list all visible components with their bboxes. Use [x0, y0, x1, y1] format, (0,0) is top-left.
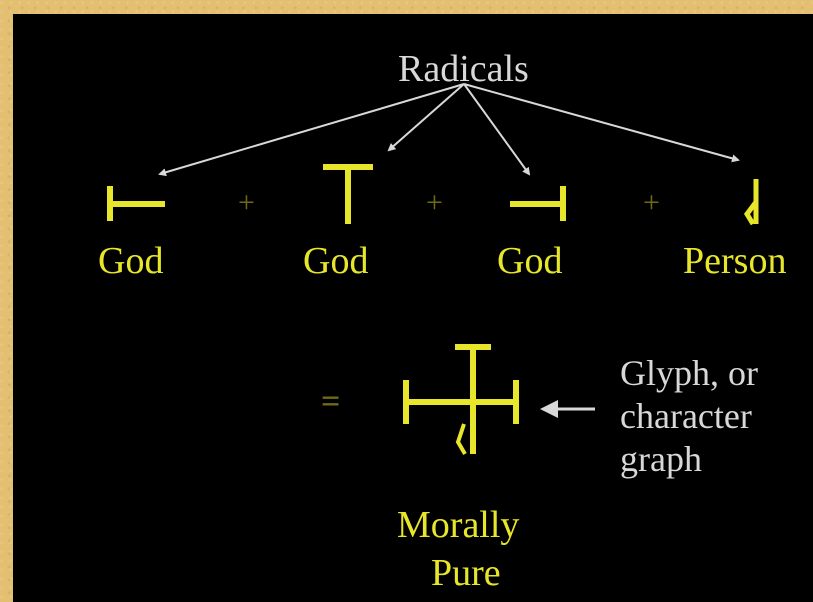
arrow-to-radical-2: [387, 83, 465, 152]
radical-label-4: Person: [683, 240, 787, 282]
radical-arrows: [158, 83, 740, 177]
diagram-panel: Radicals God God God Person + + + = Mora…: [13, 14, 813, 602]
radical-label-3: God: [497, 240, 563, 282]
glyph-note-line1: Glyph, or: [620, 353, 758, 393]
equals-operator: =: [321, 383, 341, 420]
plus-operator-1: +: [238, 186, 255, 219]
glyph-note-line2: character: [620, 396, 752, 436]
result-label-line1: Morally: [397, 504, 520, 546]
radical-label-2: God: [303, 240, 369, 282]
arrow-to-radical-4: [463, 83, 740, 163]
radicals-title: Radicals: [398, 48, 529, 90]
plus-operator-3: +: [643, 186, 660, 219]
result-label-line2: Pure: [431, 552, 501, 594]
radical-glyph-3: [510, 186, 566, 221]
radical-glyph-1: [107, 186, 165, 221]
combined-glyph: [403, 344, 519, 456]
radical-glyph-2: [323, 164, 373, 224]
radical-glyph-4: [743, 179, 759, 226]
radical-label-1: God: [98, 240, 164, 282]
diagram-graphics: [107, 83, 759, 456]
arrow-to-radical-3: [463, 83, 531, 176]
plus-operator-2: +: [426, 186, 443, 219]
arrow-to-radical-1: [158, 83, 465, 177]
glyph-note-line3: graph: [620, 439, 702, 479]
glyph-arrow: [540, 400, 595, 418]
